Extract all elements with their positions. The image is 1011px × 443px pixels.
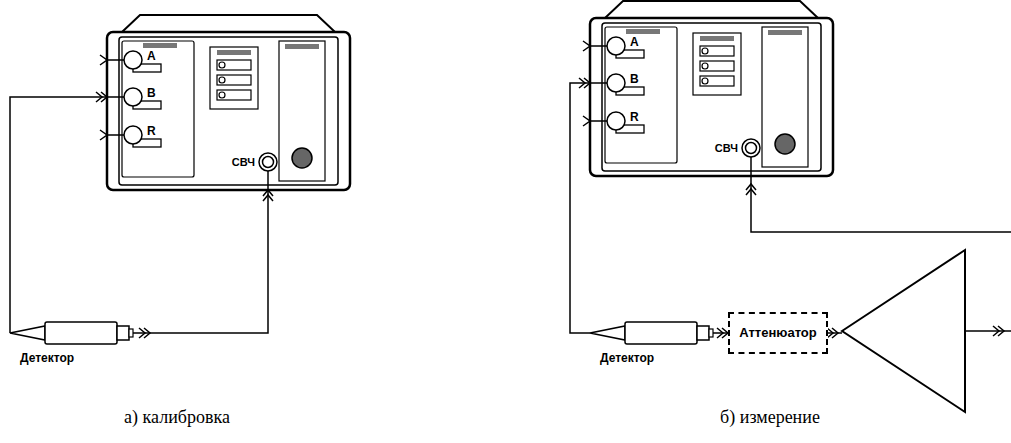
- connector-label: СВЧ: [715, 141, 738, 155]
- connector-head: [96, 92, 107, 102]
- connector-head: [579, 78, 590, 88]
- connector-mark: [746, 184, 756, 195]
- device-label: Аттенюатор: [730, 325, 826, 341]
- cable: [713, 328, 728, 338]
- instrument-panel: A B R СВЧ: [107, 32, 350, 190]
- connector-label: СВЧ: [232, 155, 255, 169]
- connector-mark: [993, 326, 1004, 336]
- port-label: R: [630, 110, 639, 124]
- detector-symbol: [590, 322, 713, 344]
- caption: а) калибровка: [77, 406, 277, 428]
- caption: б) измерение: [670, 406, 870, 428]
- cable-line: [133, 190, 268, 333]
- device-label: Детектор: [600, 351, 654, 365]
- cable: [133, 190, 273, 333]
- port-label: B: [147, 86, 156, 100]
- cable-line: [570, 83, 590, 333]
- device-label: Детектор: [20, 351, 74, 365]
- attenuator-box: Аттенюатор: [728, 312, 828, 354]
- instrument-housing: [100, 15, 350, 190]
- cable: [10, 92, 107, 333]
- cable: [570, 78, 590, 333]
- cable-line: [713, 332, 728, 334]
- port-label: B: [630, 72, 639, 86]
- cable: [828, 332, 842, 334]
- connector-mark: [827, 328, 838, 338]
- instrument-panel: A B R СВЧ: [590, 18, 833, 176]
- cable: [751, 176, 1011, 232]
- detector: Детектор: [590, 322, 713, 344]
- instrument-housing: [583, 1, 833, 176]
- connector-head: [263, 190, 273, 201]
- cable-line: [10, 97, 107, 333]
- detector: Детектор: [10, 322, 133, 344]
- port-label: A: [147, 49, 156, 63]
- port-label: R: [147, 124, 156, 138]
- amplifier-symbol: [842, 250, 965, 412]
- connector-head: [717, 328, 728, 338]
- port-label: A: [630, 35, 639, 49]
- detector-symbol: [10, 322, 133, 344]
